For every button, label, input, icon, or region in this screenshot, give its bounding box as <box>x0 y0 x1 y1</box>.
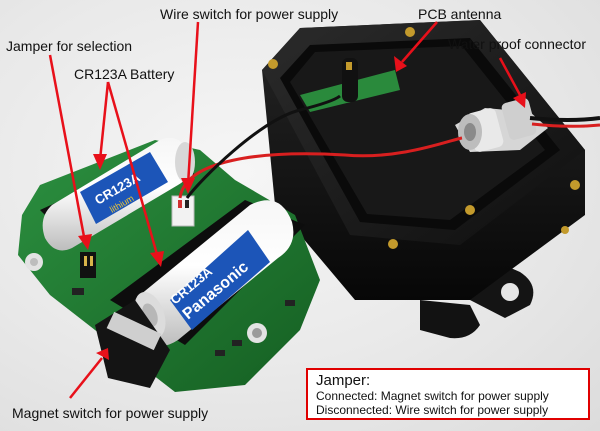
label-pcb-antenna: PCB antenna <box>418 6 502 22</box>
label-battery: CR123A Battery <box>74 66 175 82</box>
note-disconnected: Disconnected: Wire switch for power supp… <box>316 403 549 417</box>
jumper-pins <box>80 252 96 278</box>
callout-arrows <box>48 21 526 399</box>
enclosure <box>262 20 600 339</box>
wire-switch-connector <box>171 94 463 227</box>
label-magnet-switch: Magnet switch for power supply <box>12 405 209 421</box>
note-title: Jamper: <box>316 372 371 389</box>
label-wire-switch: Wire switch for power supply <box>160 6 339 22</box>
battery-1: CR123A lithium <box>42 137 195 251</box>
screw-posts <box>268 27 580 249</box>
magnet-switch <box>95 300 170 388</box>
note-connected: Connected: Magnet switch for power suppl… <box>316 389 549 403</box>
waterproof-connector <box>455 98 548 152</box>
jumper-note-box: Jamper: Connected: Magnet switch for pow… <box>306 368 590 420</box>
label-jumper-selection: Jamper for selection <box>6 38 133 54</box>
label-waterproof-connector: Water proof connector <box>448 36 586 52</box>
